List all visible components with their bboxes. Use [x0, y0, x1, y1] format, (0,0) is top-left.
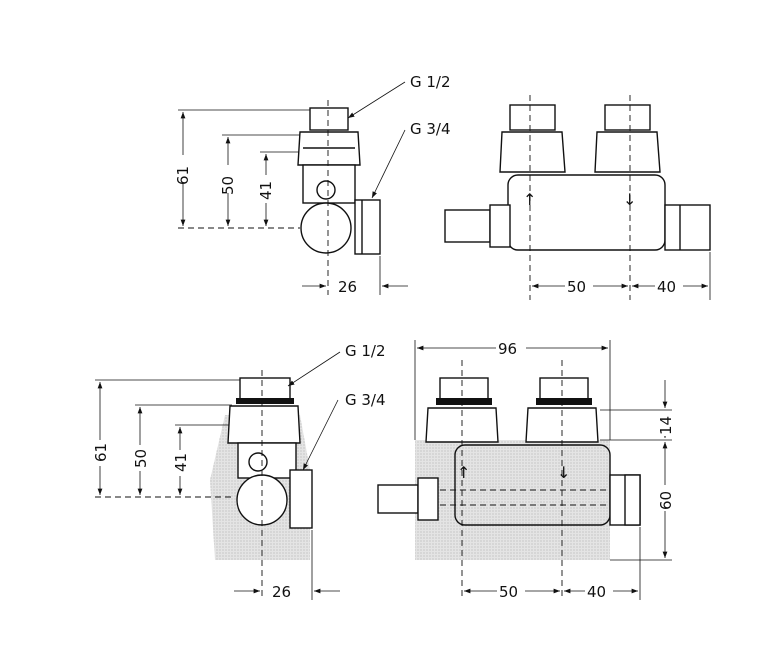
- dim-60: 60: [657, 491, 675, 510]
- dim-50-b: 50: [132, 449, 150, 468]
- outlet-circle: [300, 202, 352, 254]
- bottom-front-view: ↑ ↓ 96 14 60 50 40: [377, 338, 675, 601]
- dim-41: 41: [257, 181, 275, 200]
- dim-40-front: 40: [657, 278, 676, 296]
- top-front-view: ↑ ↓ 50 40: [444, 95, 711, 300]
- dim-61: 61: [174, 166, 192, 185]
- dim-40-bf: 40: [587, 583, 606, 601]
- valve-body: [507, 174, 666, 251]
- thread-label-g34-b: G 3/4: [345, 391, 386, 409]
- dim-50-bf: 50: [499, 583, 518, 601]
- dim-61-b: 61: [92, 443, 110, 462]
- bottom-side-view: 61 50 41 26 G 1/2 G 3/4: [89, 342, 386, 601]
- svg-text:↑: ↑: [457, 463, 470, 482]
- dim-50: 50: [219, 176, 237, 195]
- dim-26-b: 26: [272, 583, 291, 601]
- dim-14: 14: [657, 416, 675, 435]
- dim-41-b: 41: [172, 453, 190, 472]
- svg-text:↓: ↓: [557, 463, 570, 482]
- thread-label-g12-b: G 1/2: [345, 342, 386, 360]
- end-cap: [664, 204, 711, 251]
- thread-nipple: [309, 107, 349, 131]
- dim-96: 96: [498, 340, 517, 358]
- thread-label-g12: G 1/2: [410, 73, 451, 91]
- top-side-view: 61 50 41 26 G 1/2 G 3/4: [170, 73, 451, 296]
- dim-26: 26: [338, 278, 357, 296]
- dim-50-front: 50: [567, 278, 586, 296]
- side-fitting: [354, 199, 381, 255]
- thermostat-thread: [444, 209, 491, 243]
- thread-label-g34: G 3/4: [410, 120, 451, 138]
